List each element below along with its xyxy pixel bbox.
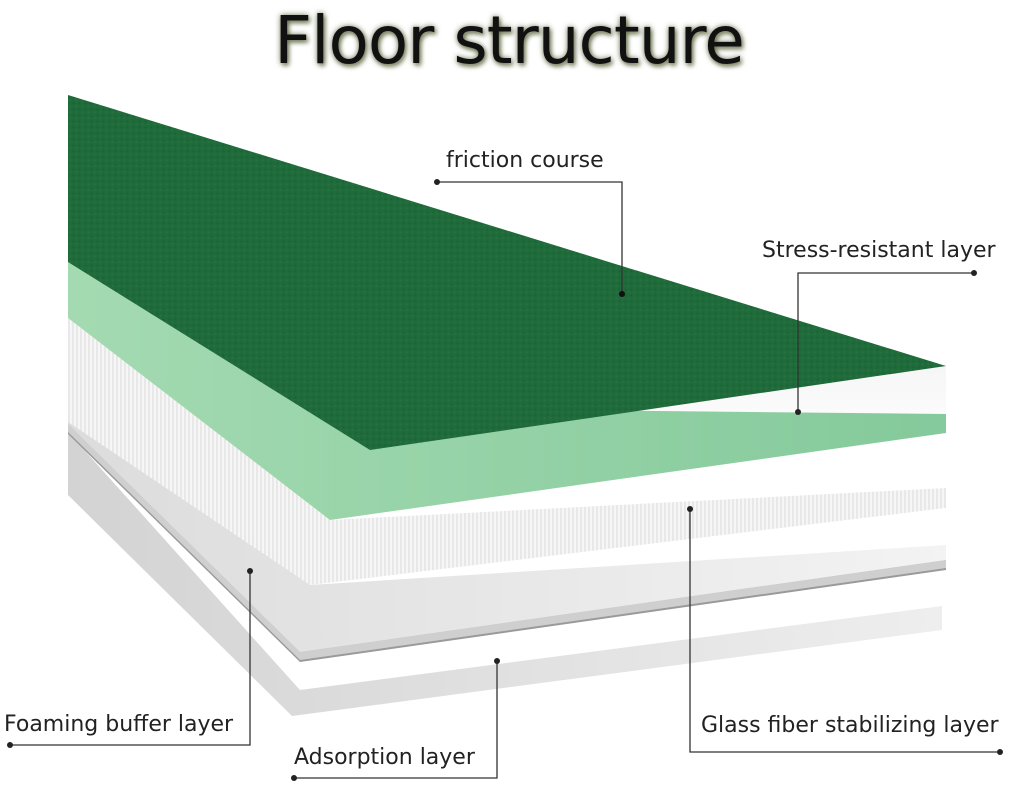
leader-dot — [619, 291, 625, 297]
foaming-buffer-layer-shape — [68, 340, 946, 652]
label-foaming-buffer-layer: Foaming buffer layer — [4, 712, 234, 737]
leader-adsorption — [294, 661, 498, 779]
leader-dot — [247, 568, 253, 574]
leader-dot — [795, 409, 801, 415]
label-adsorption-layer: Adsorption layer — [294, 745, 475, 770]
leader-foaming — [10, 571, 251, 746]
label-friction-course: friction course — [446, 148, 604, 173]
leader-dot — [687, 506, 693, 512]
stress-resistant-layer-shape — [68, 262, 946, 520]
glass-fiber-layer-shape — [68, 318, 946, 585]
leader-stress — [797, 272, 974, 412]
leader-dot — [7, 742, 13, 748]
friction-texture — [68, 95, 946, 450]
leader-dot — [291, 775, 297, 781]
leader-friction — [437, 181, 623, 294]
adsorption-layer-shape — [68, 432, 942, 716]
title-container: Floor structure — [0, 2, 1018, 79]
leader-glass — [689, 509, 1000, 753]
page-title: Floor structure — [274, 2, 745, 79]
stress-shadow — [68, 262, 946, 450]
leader-dot — [434, 179, 440, 185]
leader-dot — [997, 749, 1003, 755]
leader-dot — [494, 658, 500, 664]
label-stress-resistant-layer: Stress-resistant layer — [762, 238, 996, 263]
leader-dot — [971, 270, 977, 276]
label-glass-fiber-stabilizing-layer: Glass fiber stabilizing layer — [701, 713, 999, 738]
